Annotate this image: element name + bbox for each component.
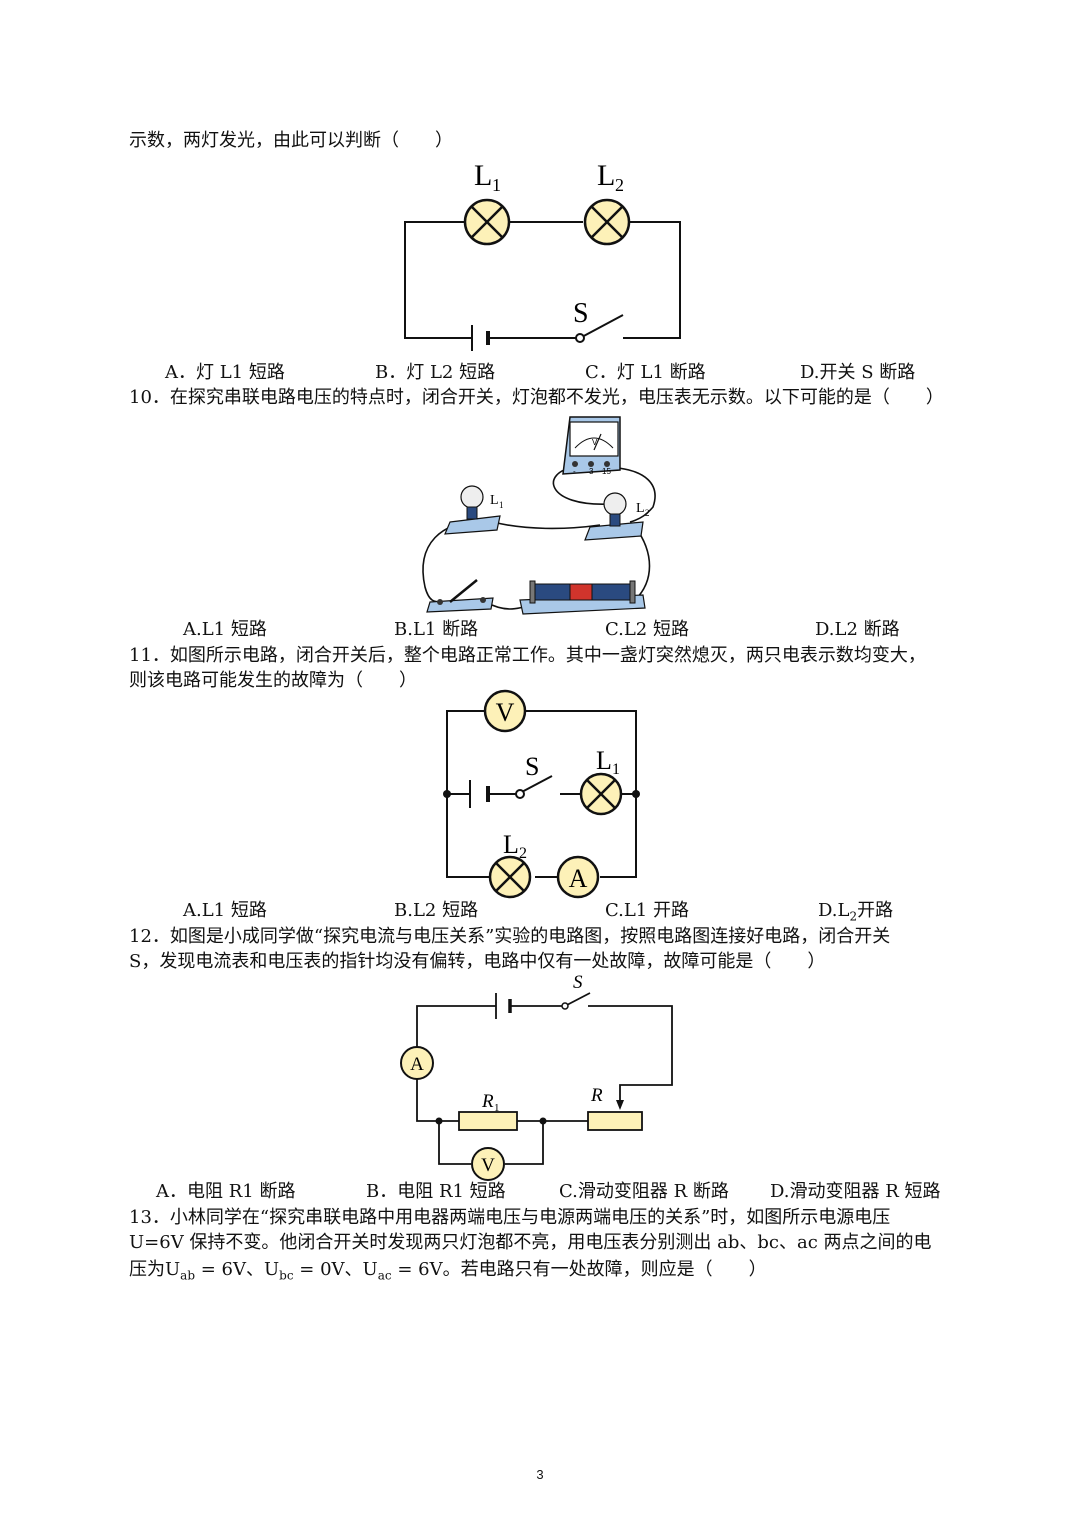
q12-label-r1: R	[481, 1091, 494, 1112]
q12-option-d: D.滑动变阻器 R 短路	[770, 1181, 941, 1202]
q11-ammeter-label: A	[569, 864, 588, 893]
q9-label-l2: L	[597, 159, 615, 192]
q12-resistor-r1	[458, 1111, 518, 1131]
q12-ammeter-icon	[400, 1046, 434, 1080]
q10-option-d: D.L2 断路	[815, 619, 900, 640]
q13-stem-line2: U=6V 保持不变。他闭合开关时发现两只灯泡都不亮，用电压表分别测出 ab、bc…	[129, 1232, 932, 1253]
q12-label-r1-sub: 1	[494, 1102, 500, 1114]
q12-voltmeter-icon	[471, 1147, 505, 1181]
q10-option-c: C.L2 短路	[605, 619, 689, 640]
q11-label-l2: L	[503, 830, 519, 859]
q9-lamp-l2-icon	[583, 198, 631, 246]
q11-lamp-l1-icon	[579, 772, 623, 816]
q9-label-l1-sub: 1	[492, 175, 501, 195]
q10-label-l1: L	[490, 493, 499, 508]
q11-voltmeter-icon	[483, 689, 527, 733]
q11-stem-line1: 11．如图所示电路，闭合开关后，整个电路正常工作。其中一盏灯突然熄灭，两只电表示…	[129, 645, 926, 666]
q11-label-switch: S	[525, 752, 539, 781]
q10-term-3: 3	[589, 467, 594, 476]
q10-term-15: 15	[602, 467, 611, 476]
q9-option-c: C．灯 L1 断路	[585, 362, 706, 383]
q11-label-l1-sub: 1	[612, 761, 620, 778]
q9-circuit-diagram: L 1 L 2 S	[404, 159, 681, 351]
q12-stem-line2: S，发现电流表和电压表的指针均没有偏转，电路中仅有一处故障，故障可能是（ ）	[129, 951, 826, 972]
q9-label-switch: S	[573, 298, 589, 329]
page-number: 3	[536, 1467, 544, 1482]
q12-label-r: R	[590, 1085, 603, 1106]
q12-label-switch: S	[573, 972, 583, 993]
q10-knife-switch-icon	[426, 579, 494, 613]
q9-label-l1: L	[474, 159, 492, 192]
q9-switch-pivot	[575, 333, 585, 343]
q11-stem-line2: 则该电路可能发生的故障为（ ）	[129, 670, 417, 691]
q9-stem-tail: 示数，两灯发光，由此可以判断（ ）	[129, 130, 453, 151]
q11-circuit-diagram: V A S L 1 L 2	[443, 689, 640, 899]
q10-option-a: A.L1 短路	[183, 619, 267, 640]
q11-ammeter-icon	[556, 855, 600, 899]
q9-lamp-l1-icon	[463, 198, 511, 246]
q12-option-a: A．电阻 R1 断路	[156, 1181, 296, 1202]
q11-label-l1: L	[596, 746, 612, 775]
q10-label-l2-sub: 2	[645, 508, 650, 518]
q11-lamp-l2-icon	[488, 855, 532, 899]
q10-lamp-l2-icon	[584, 492, 644, 541]
q13-stem-line3: 压为Uab = 6V、Ubc = 0V、Uac = 6V。若电路只有一处故障，则…	[129, 1259, 767, 1283]
q10-physical-circuit-illustration: V - 3 15 L 1 L 2	[422, 416, 656, 615]
q10-label-l2: L	[636, 501, 645, 516]
q12-ammeter-label: A	[410, 1054, 424, 1075]
q12-circuit-diagram: A V S R 1 R	[400, 972, 673, 1181]
q10-option-b: B.L1 断路	[394, 619, 479, 640]
q12-voltmeter-label: V	[481, 1155, 495, 1176]
q9-option-b: B．灯 L2 短路	[375, 362, 496, 383]
q11-option-a: A.L1 短路	[183, 900, 267, 921]
q10-label-l1-sub: 1	[499, 500, 504, 510]
q13-stem-line1: 13．小林同学在“探究串联电路中用电器两端电压与电源两端电压的关系”时，如图所示…	[129, 1207, 891, 1228]
q11-option-c: C.L1 开路	[605, 900, 689, 921]
q9-option-d: D.开关 S 断路	[800, 362, 916, 383]
q10-voltmeter-icon	[562, 416, 621, 475]
q12-switch-pivot	[561, 1002, 569, 1010]
q11-switch-pivot	[515, 789, 525, 799]
q10-stem: 10．在探究串联电路电压的特点时，闭合开关，灯泡都不发光，电压表无示数。以下可能…	[129, 387, 944, 408]
q9-option-a: A．灯 L1 短路	[165, 362, 285, 383]
q11-option-d: D.L2开路	[818, 900, 894, 924]
q12-rheostat-r	[587, 1111, 643, 1131]
q11-option-b: B.L2 短路	[394, 900, 479, 921]
q12-option-b: B．电阻 R1 短路	[366, 1181, 506, 1202]
q10-term-minus: -	[573, 467, 576, 476]
q11-label-l2-sub: 2	[519, 845, 527, 862]
q10-voltmeter-v: V	[592, 438, 598, 447]
q12-option-c: C.滑动变阻器 R 断路	[559, 1181, 729, 1202]
q9-label-l2-sub: 2	[615, 175, 624, 195]
q11-voltmeter-label: V	[496, 698, 515, 727]
q10-lamp-l1-icon	[444, 485, 501, 535]
q12-stem-line1: 12．如图是小成同学做“探究电流与电压关系”实验的电路图，按照电路图连接好电路，…	[129, 926, 891, 947]
q10-battery-icon	[519, 580, 646, 615]
